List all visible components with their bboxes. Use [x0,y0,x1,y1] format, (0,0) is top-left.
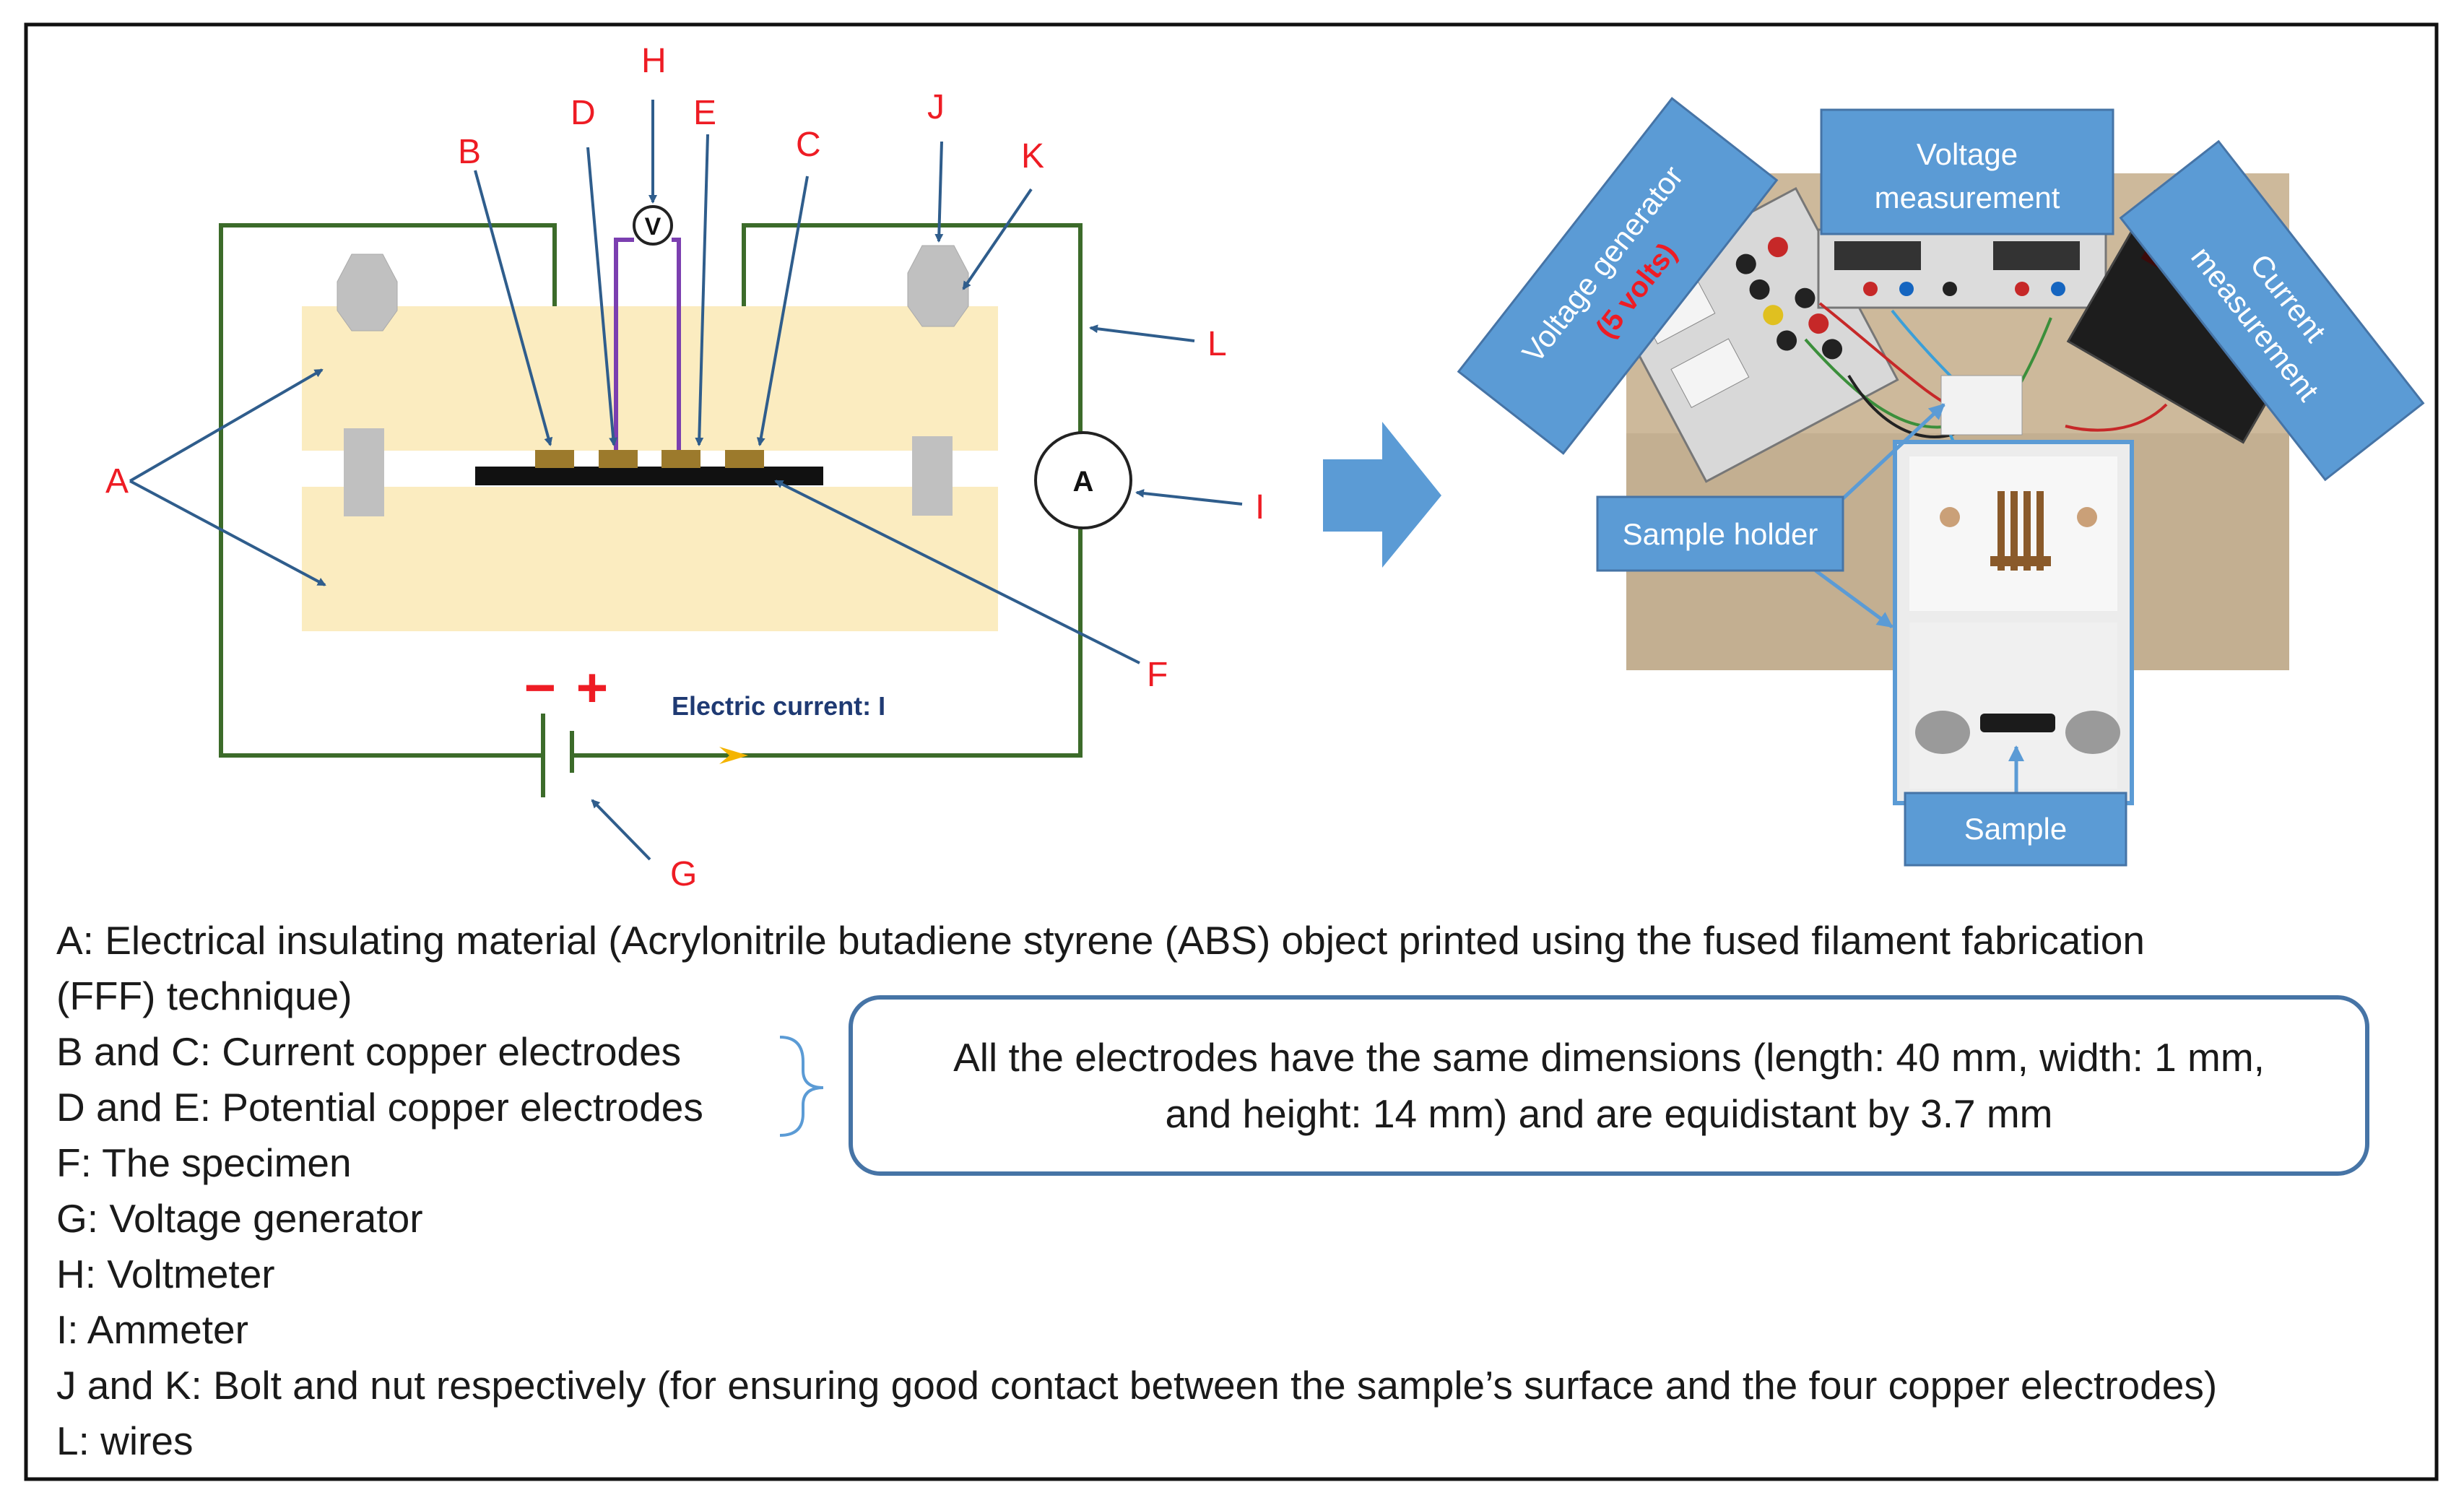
sample-label: Sample [1964,812,2067,846]
voltmeter-symbol: V [645,213,661,240]
electrode-dimensions-note: All the electrodes have the same dimensi… [849,995,2369,1176]
electrode-d [599,450,638,468]
battery-plus: + [576,657,608,719]
legend-line-a: A: Electrical insulating material (Acryl… [56,918,2145,963]
voltage-measurement-box: Voltage measurement [1820,108,2114,235]
legend-line-f: F: The specimen [56,1140,352,1185]
outer-frame [24,22,2439,1481]
legend-line-jk: J and K: Bolt and nut respectively (for … [56,1363,2218,1408]
spacer-right [912,436,953,516]
spacer-left [344,428,384,516]
label-h: H [641,42,667,80]
schematic: V A − + Electric current: I [105,42,1264,893]
label-g: G [670,855,697,893]
sample-box: Sample [1904,792,2127,867]
holder-electrodes [1990,491,2051,571]
legend-line-l: L: wires [56,1418,194,1463]
big-right-arrow-icon [1323,422,1441,568]
voltmeter-wire-left [614,238,634,454]
label-c: C [796,126,821,164]
bolt-left [337,254,398,332]
legend-line-g: G: Voltage generator [56,1196,423,1241]
legend-line-bc: B and C: Current copper electrodes [56,1029,682,1074]
label-l: L [1207,325,1227,363]
note-line-2: and height: 14 mm) and are equidistant b… [1165,1091,2053,1136]
nut-right [907,245,969,327]
holder-hole-left [1940,507,1960,527]
electric-current-label: Electric current: I [672,691,885,721]
sample-holder-label: Sample holder [1623,517,1818,551]
voltage-measurement-label-2: measurement [1875,181,2060,214]
voltmeter-display [1834,241,1921,270]
photo-sample-bar [1980,714,2055,732]
electrode-c [725,450,764,468]
label-b: B [458,133,481,171]
voltage-measurement-label-1: Voltage [1917,137,2018,171]
electrode-b [535,450,574,468]
electrode-e [661,450,700,468]
label-k: K [1021,137,1044,176]
current-direction-icon [719,747,748,764]
photo-bolt-left [1915,711,1970,754]
photo-bolt-right [2065,711,2120,754]
label-d: D [571,94,596,132]
label-e: E [693,94,716,132]
label-j: J [927,88,945,126]
ammeter-icon [1034,431,1132,529]
pointer-arrows [129,100,1243,861]
photo-panel: 000 [1457,97,2425,867]
legend-bracket [779,1036,824,1137]
label-a: A [105,462,129,500]
legend-line-de: D and E: Potential copper electrodes [56,1085,703,1130]
insulator-block-upper [302,306,998,451]
ammeter-symbol: A [1073,466,1094,498]
circuit-wires [219,223,1083,797]
battery-minus: − [524,657,556,719]
legend-line-a-cont: (FFF) technique) [56,974,352,1018]
legend-line-h: H: Voltmeter [56,1252,275,1296]
sample-holder-box: Sample holder [1596,495,1844,572]
voltmeter-wire-right [672,238,681,454]
label-i: I [1255,488,1264,526]
legend-line-i: I: Ammeter [56,1307,248,1352]
label-f: F [1147,656,1168,694]
voltmeter-display-2 [1993,241,2080,270]
breadboard [1940,375,2023,436]
holder-bottom-plate [1909,623,2117,789]
holder-hole-right [2077,507,2097,527]
insulator-block-lower [302,487,998,631]
voltmeter-icon [633,205,673,246]
note-line-1: All the electrodes have the same dimensi… [953,1035,2265,1080]
specimen-bar [475,467,823,485]
